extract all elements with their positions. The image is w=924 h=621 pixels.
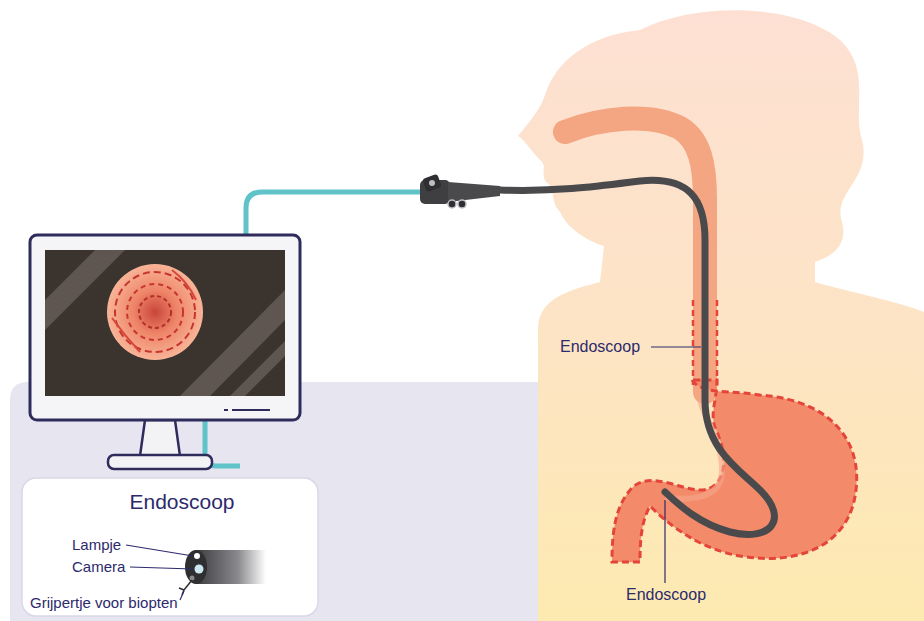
inset-heading: Endoscoop [22,490,342,514]
endoscope-handle [420,174,500,208]
part-label: Grijpertje voor biopten [30,594,178,611]
part-label: Endoscoop [560,338,640,356]
endoscope-tube [500,180,774,534]
leader-lines [126,347,701,600]
endoscope-tip [179,550,266,595]
part-label: Lampje [72,536,121,553]
inset-box: Endoscoop [22,478,342,528]
part-label: Endoscoop [626,586,706,604]
video-cable [246,192,425,238]
monitor [30,235,300,469]
stomach-highlight [665,400,722,499]
part-label: Camera [72,558,125,575]
